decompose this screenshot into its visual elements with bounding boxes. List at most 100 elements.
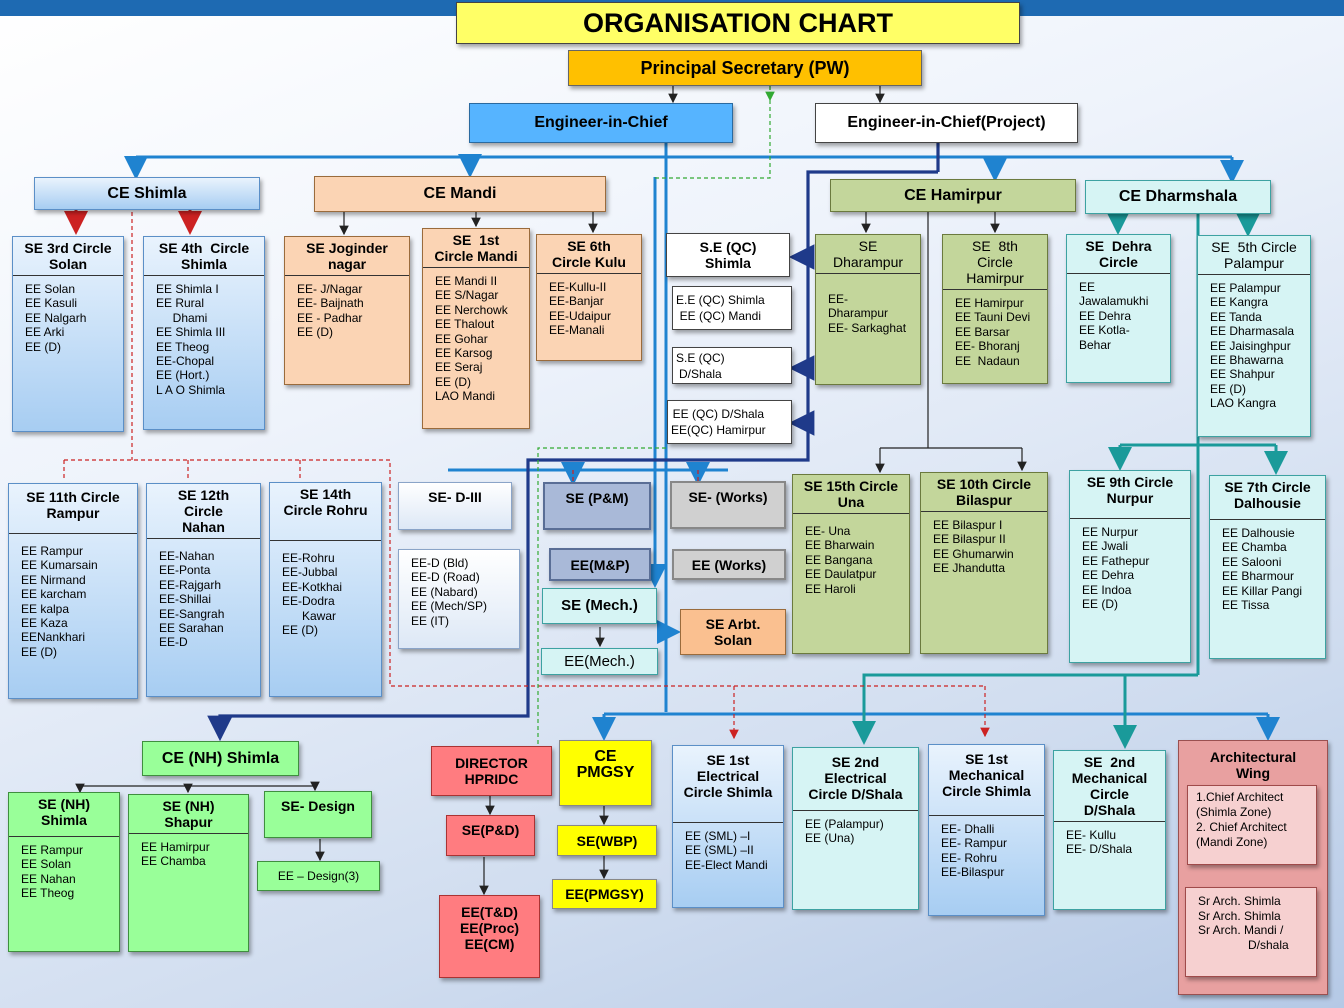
node-header: SE (NH) Shimla xyxy=(9,793,119,837)
list-item: EE (IT) xyxy=(411,613,449,628)
node-header: SE 1st Electrical Circle Shimla xyxy=(673,746,783,823)
list-item: EE Jwali xyxy=(1082,539,1129,554)
list-item: EE (D) xyxy=(1210,381,1246,396)
list-item: EE-Elect Mandi xyxy=(685,857,768,872)
list-item: EE-Bilaspur xyxy=(941,865,1005,880)
chief-architects-node: 1.Chief Architect (Shimla Zone) 2. Chief… xyxy=(1187,785,1317,865)
list-item: EE Barsar xyxy=(955,324,1010,339)
list-item: EE (SML) –II xyxy=(685,843,754,858)
node-header: SE Joginder nagar xyxy=(285,237,409,276)
ce-mandi-node: CE Mandi xyxy=(314,176,606,212)
list-item: EE-D xyxy=(159,635,188,650)
list-item: EE (D) xyxy=(1082,597,1118,612)
ee-design-node: EE – Design(3) xyxy=(257,861,380,891)
list-item: EE Nalgarh xyxy=(25,310,87,325)
list-item: EE Shimla III xyxy=(156,325,226,340)
ee-tcp-node: EE(T&D) EE(Proc) EE(CM) xyxy=(439,895,540,978)
engineer-in-chief-project-node: Engineer-in-Chief(Project) xyxy=(815,103,1078,143)
list-item: EE Solan xyxy=(21,857,72,872)
se-design-node: SE- Design xyxy=(264,791,372,838)
list-item: EE Nirmand xyxy=(21,572,86,587)
node-header: SE 6th Circle Kulu xyxy=(537,235,641,274)
list-item: L A O Shimla xyxy=(156,382,225,397)
list-item: EE-Udaipur xyxy=(549,308,612,323)
list-item: EE Shimla I xyxy=(156,282,219,296)
list-item: EE-Ponta xyxy=(159,563,211,578)
list-item: EE- J/Nagar xyxy=(297,282,363,296)
list-item: EE Arki xyxy=(25,325,65,340)
node-list: EE (Palampur)EE (Una) xyxy=(793,811,918,850)
list-item: EE Daulatpur xyxy=(805,567,877,582)
list-item: EE Kasuli xyxy=(25,296,78,311)
node-header: SE 2nd Electrical Circle D/Shala xyxy=(793,748,918,811)
list-item: EE karcham xyxy=(21,587,87,602)
list-item: EE Rampur xyxy=(21,544,84,558)
ce-pmgsy-node: CE PMGSY xyxy=(559,740,652,806)
list-item: EE-Rohru xyxy=(282,551,335,565)
list-item: EE-Shillai xyxy=(159,592,212,607)
list-item: EE Rural Dhami xyxy=(156,296,208,325)
list-item: EE- D/Shala xyxy=(1066,842,1133,857)
list-item: EE-D (Road) xyxy=(411,570,480,585)
ee-qc-shimla-node: E.E (QC) Shimla EE (QC) Mandi xyxy=(672,286,792,330)
list-item: EE (D) xyxy=(297,325,333,340)
list-item: EE (Mech/SP) xyxy=(411,599,488,614)
list-item: EE Nahan xyxy=(21,871,76,886)
list-item: EE Hamirpur xyxy=(141,840,210,854)
list-item: EE Bangana xyxy=(805,552,873,567)
list-item: EE- Baijnath xyxy=(297,296,364,311)
se-2nd-mechanical-circle-dshala-node: SE 2nd Mechanical Circle D/Shala EE- Kul… xyxy=(1053,750,1166,910)
list-item: EE-Kotkhai xyxy=(282,579,343,594)
list-item: EE Fathepur xyxy=(1082,553,1150,568)
list-item: EE Indoa xyxy=(1082,582,1132,597)
list-item: EE Seraj xyxy=(435,360,483,375)
list-item: EE (Palampur) xyxy=(805,817,884,831)
list-item: EE- Rampur xyxy=(941,836,1008,851)
se-qc-dshala-node: S.E (QC) D/Shala xyxy=(672,347,792,384)
list-item: EE Dehra xyxy=(1079,308,1132,323)
node-header: SE 8th Circle Hamirpur xyxy=(943,235,1047,290)
list-item: EE Dehra xyxy=(1082,568,1135,583)
ce-nh-shimla-node: CE (NH) Shimla xyxy=(142,741,299,776)
se-works-node: SE- (Works) xyxy=(670,481,786,529)
list-item: EE Bilaspur I xyxy=(933,518,1003,532)
list-item: EE-Jubbal xyxy=(282,565,338,580)
ee-mech-node: EE(Mech.) xyxy=(541,648,658,675)
list-item: EE Sarahan xyxy=(159,621,224,636)
se-wbp-node: SE(WBP) xyxy=(557,825,657,856)
list-item: EE- Dhalli xyxy=(941,822,995,836)
list-item: EE Shahpur xyxy=(1210,367,1275,382)
se-mech-node: SE (Mech.) xyxy=(542,588,657,624)
list-item: EE-Rajgarh xyxy=(159,577,222,592)
list-item: EE Kumarsain xyxy=(21,558,98,573)
list-item: EE Chamba xyxy=(141,854,206,869)
list-item: LAO Kangra xyxy=(1210,396,1277,411)
list-item: EE Ghumarwin xyxy=(933,546,1014,561)
list-item: EE Theog xyxy=(156,339,210,354)
se-d3-ee-list: EE-D (Bld)EE-D (Road)EE (Nabard)EE (Mech… xyxy=(398,549,520,649)
list-item: EE Jhandutta xyxy=(933,561,1006,576)
list-item: EE Bhawarna xyxy=(1210,353,1284,368)
